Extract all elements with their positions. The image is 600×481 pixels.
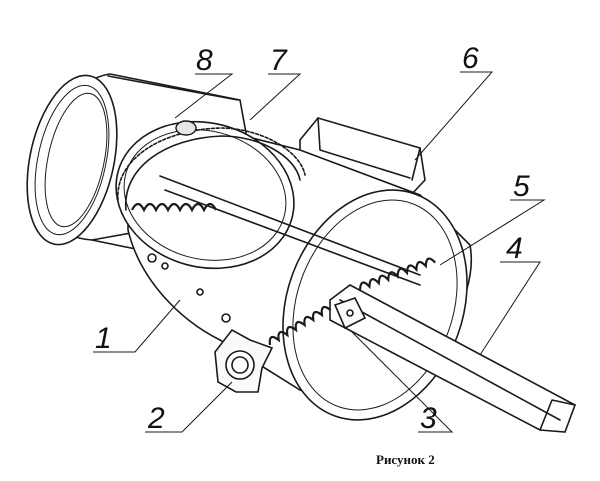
part-2-knob [214, 328, 274, 393]
part-6-bracket [299, 117, 426, 197]
part-7-band [117, 120, 306, 211]
leader-lines [93, 71, 546, 433]
callout-5: 5 [513, 170, 530, 203]
springs [131, 202, 436, 346]
callout-3: 3 [420, 402, 437, 435]
figure-caption: Рисунок 2 [376, 452, 435, 467]
callout-1: 1 [95, 322, 112, 355]
callout-4: 4 [506, 232, 523, 265]
part-3-clamp [333, 297, 367, 330]
callout-2: 2 [147, 402, 165, 435]
callout-6: 6 [462, 42, 479, 75]
callout-7: 7 [270, 44, 288, 77]
callout-8: 8 [196, 44, 213, 77]
